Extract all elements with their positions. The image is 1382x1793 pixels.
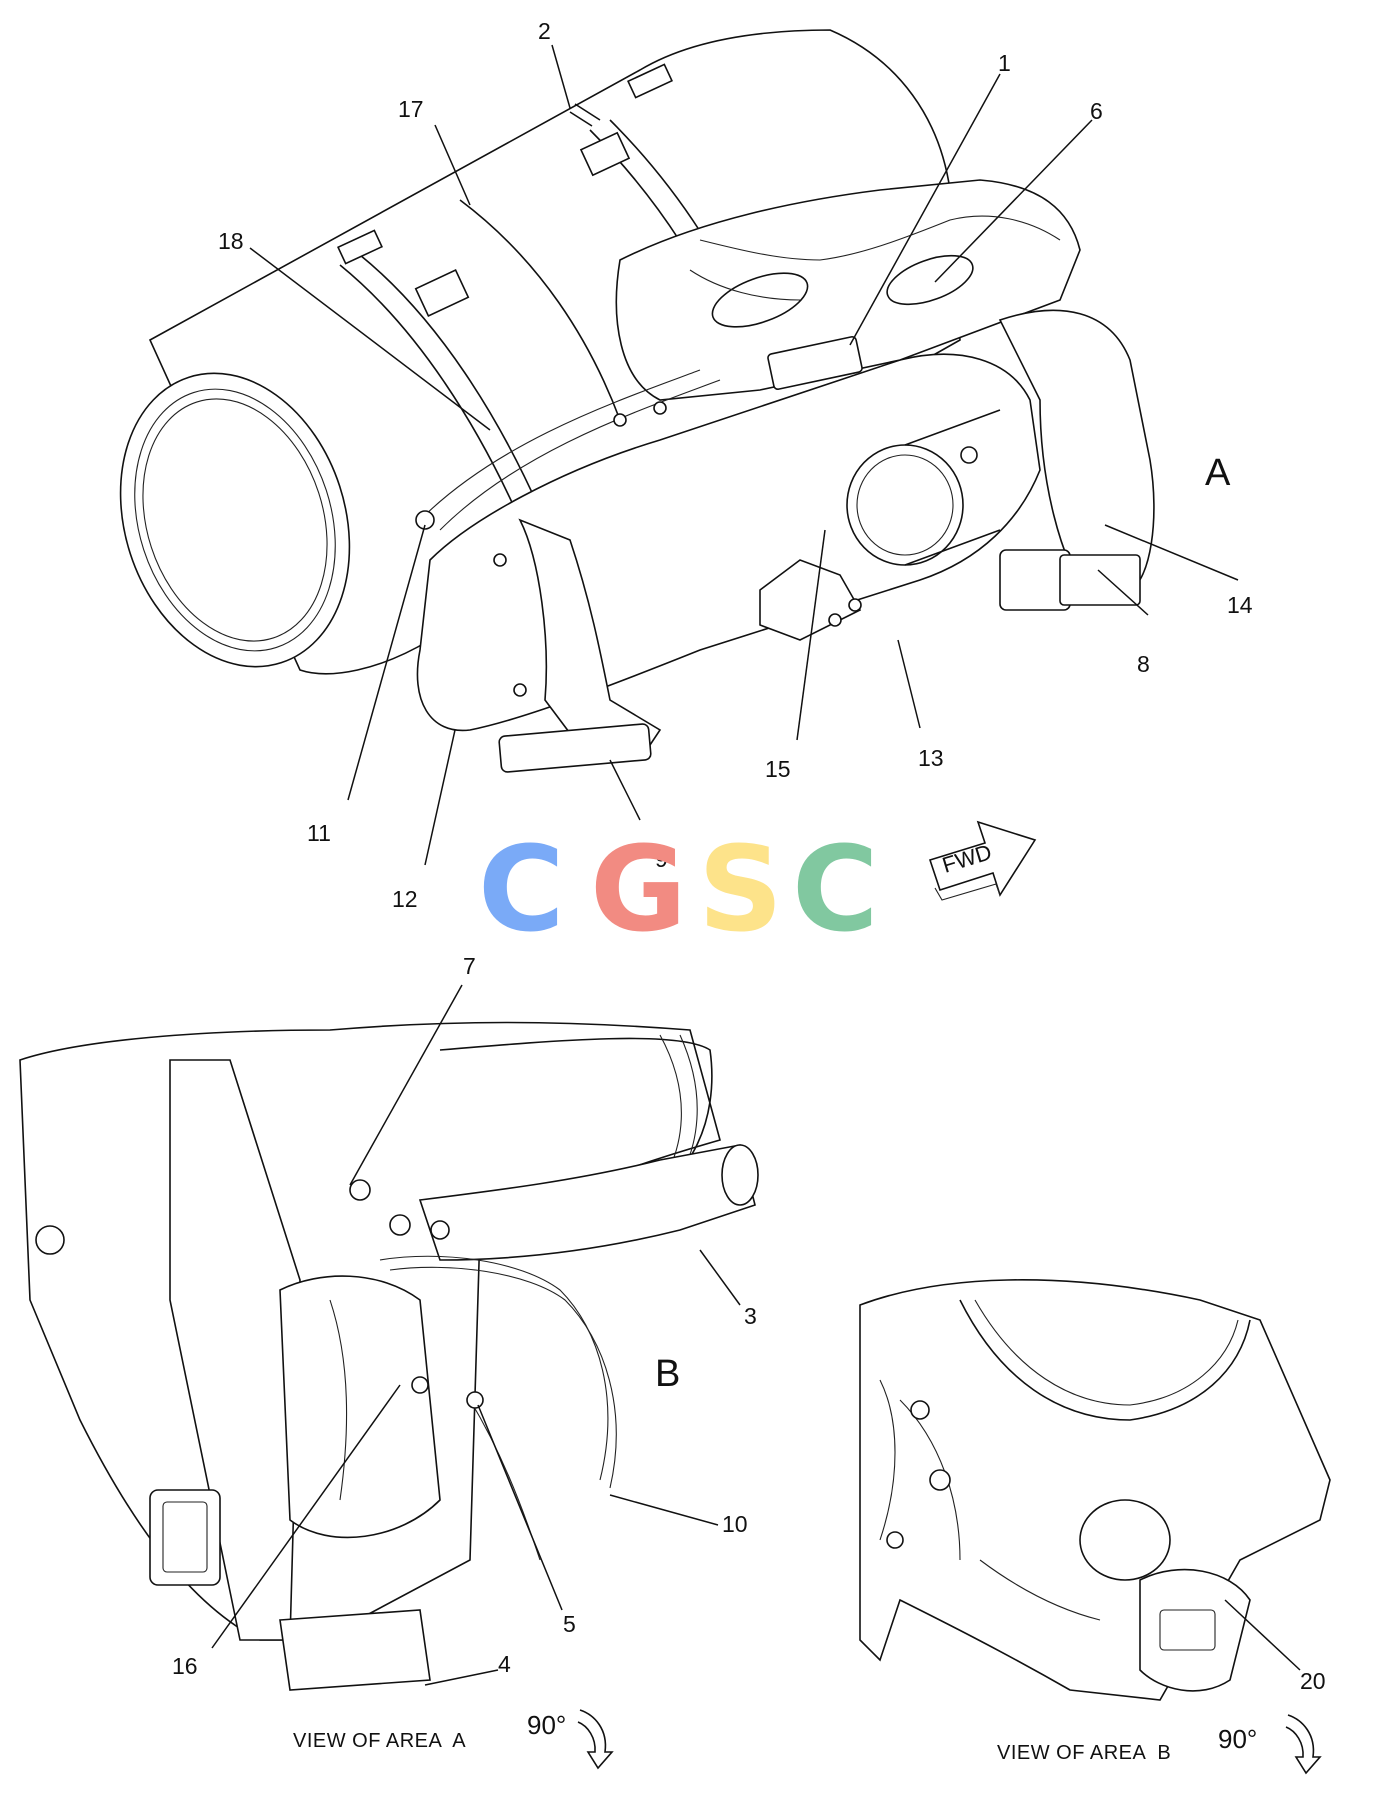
callout-8: 8 xyxy=(1137,651,1150,677)
main-assembly-drawing xyxy=(119,29,1155,773)
callout-11: 11 xyxy=(307,820,331,846)
callout-5: 5 xyxy=(563,1611,576,1637)
watermark-letter-2: G xyxy=(590,820,687,958)
view-b-rotation: 90° xyxy=(1218,1724,1258,1754)
callout-2: 2 xyxy=(538,18,551,44)
callout-15: 15 xyxy=(765,756,791,782)
watermark-letter-3: S xyxy=(698,820,783,958)
callout-13: 13 xyxy=(918,745,944,771)
watermark-letter-1: C xyxy=(478,820,565,958)
callout-7: 7 xyxy=(463,953,476,979)
view-b-caption: VIEW OF AREA B xyxy=(997,1742,1172,1764)
callout-12: 12 xyxy=(392,886,418,912)
callout-18: 18 xyxy=(218,228,244,254)
fwd-arrow xyxy=(928,820,1037,901)
area-label-b: B xyxy=(655,1353,681,1395)
callout-1: 1 xyxy=(998,50,1011,76)
callout-10: 10 xyxy=(722,1511,748,1537)
callout-4: 4 xyxy=(498,1651,511,1677)
callout-3: 3 xyxy=(744,1303,757,1329)
callout-9: 9 xyxy=(655,846,668,872)
view-a-rotation: 90° xyxy=(527,1710,567,1740)
leader-lines-top xyxy=(249,44,1239,866)
view-a-drawing xyxy=(19,984,759,1770)
area-label-a: A xyxy=(1205,452,1231,494)
view-b-drawing xyxy=(859,1279,1331,1775)
callout-6: 6 xyxy=(1090,98,1103,124)
view-a-caption: VIEW OF AREA A xyxy=(293,1730,467,1752)
callout-16: 16 xyxy=(172,1653,198,1679)
callout-17: 17 xyxy=(398,96,424,122)
callout-14: 14 xyxy=(1227,592,1253,618)
callout-20: 20 xyxy=(1300,1668,1326,1694)
watermark-letter-4: C xyxy=(792,820,879,958)
